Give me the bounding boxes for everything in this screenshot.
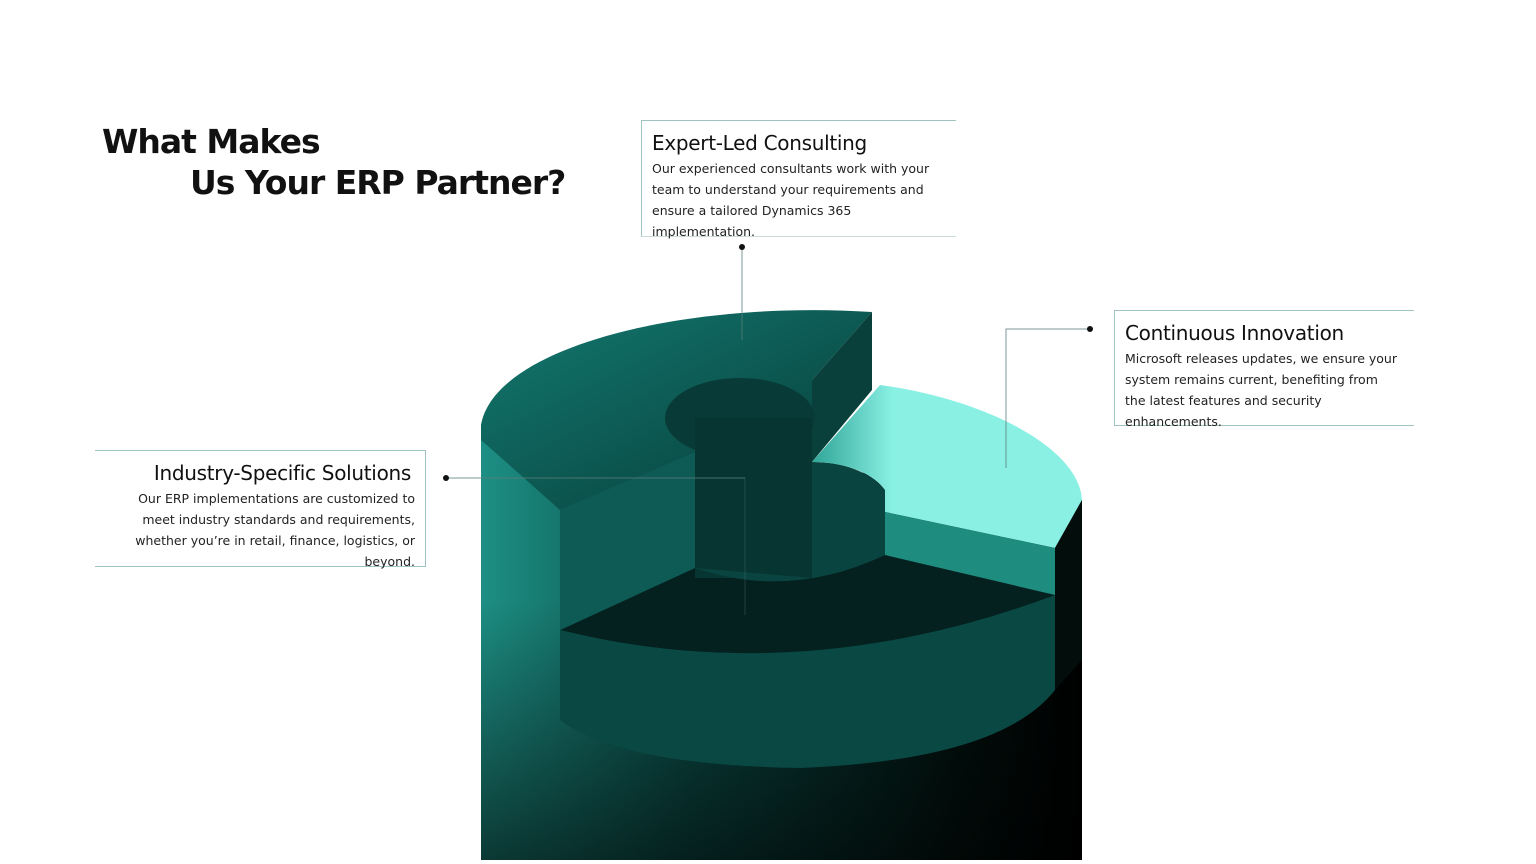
feature-title: Industry-Specific Solutions: [153, 461, 411, 485]
center-column: [695, 418, 812, 578]
mint-segment-edge: [885, 512, 1055, 595]
page-title-line-2: Us Your ERP Partner?: [190, 163, 566, 202]
inner-ring-curve: [695, 462, 885, 582]
connector-lines: [446, 247, 1090, 615]
page-title-line-1: What Makes: [102, 122, 321, 161]
feature-card-industry-specific-solutions: Industry-Specific Solutions Our ERP impl…: [95, 450, 426, 569]
connector-dot-industry: [443, 475, 449, 481]
feature-description: Our experienced consultants work with yo…: [652, 161, 930, 239]
front-ring-face: [560, 595, 1055, 768]
segment-cut-face: [812, 312, 872, 462]
feature-title: Expert-Led Consulting: [652, 131, 867, 155]
connector-dot-expert: [739, 244, 745, 250]
feature-description: Microsoft releases updates, we ensure yo…: [1125, 351, 1397, 429]
feature-card-continuous-innovation: Continuous Innovation Microsoft releases…: [1114, 310, 1414, 429]
right-outer-edge: [1055, 500, 1082, 690]
mint-segment: [812, 385, 1082, 548]
feature-title: Continuous Innovation: [1125, 321, 1344, 345]
left-ring-inner-wall: [560, 452, 695, 630]
feature-description: Our ERP implementations are customized t…: [135, 491, 415, 569]
feature-card-expert-led-consulting: Expert-Led Consulting Our experienced co…: [641, 120, 956, 239]
inner-floor: [560, 555, 1055, 654]
connector-dot-innovation: [1087, 326, 1093, 332]
